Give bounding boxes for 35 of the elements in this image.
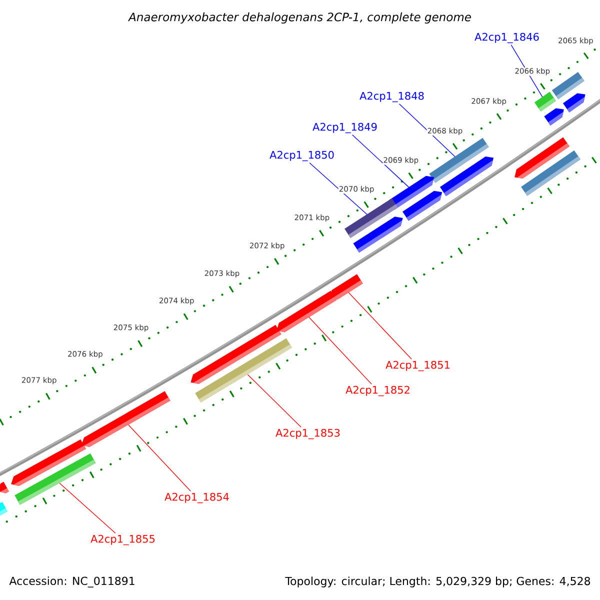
gene-label: A2cp1_1849 [312, 122, 377, 134]
leader-line [352, 134, 410, 188]
gene-block [330, 274, 363, 300]
leader-line [247, 374, 302, 428]
leader-line [128, 424, 191, 492]
gene-label: A2cp1_1855 [90, 534, 155, 546]
leader-line [348, 292, 412, 360]
gene-block [534, 92, 556, 112]
gene-block [276, 290, 337, 332]
leader-line [59, 482, 116, 534]
gene-block [190, 324, 282, 384]
footer-text: Accession: NC_011891 [9, 576, 134, 588]
gene-block [353, 216, 403, 253]
gene-block [0, 482, 9, 494]
gene-label: A2cp1_1853 [276, 428, 340, 440]
leader-line [308, 316, 372, 385]
gene-block [521, 150, 580, 196]
leader-line [309, 162, 368, 215]
gene-block [81, 391, 170, 448]
leader-line [398, 103, 456, 157]
gene-block [440, 156, 494, 196]
gene-block [562, 93, 586, 112]
gene-block [11, 439, 86, 486]
footer-text: Topology: circular; Length: 5,029,329 bp; Genes: 4,528 [285, 576, 590, 588]
gene-label: A2cp1_1846 [474, 32, 539, 44]
gene-block [0, 502, 8, 516]
gene-label: A2cp1_1848 [360, 92, 424, 102]
gene-block [402, 190, 442, 221]
gene-label: A2cp1_1851 [386, 360, 450, 372]
gene-label: A2cp1_1854 [164, 492, 229, 504]
gene-label: A2cp1_1850 [270, 150, 334, 162]
gene-label: A2cp1_1852 [346, 386, 410, 396]
gene-block [544, 108, 564, 126]
gene-block [552, 72, 584, 100]
title: Anaeromyxobacter dehalogenans 2CP-1, complete genome [128, 12, 471, 24]
